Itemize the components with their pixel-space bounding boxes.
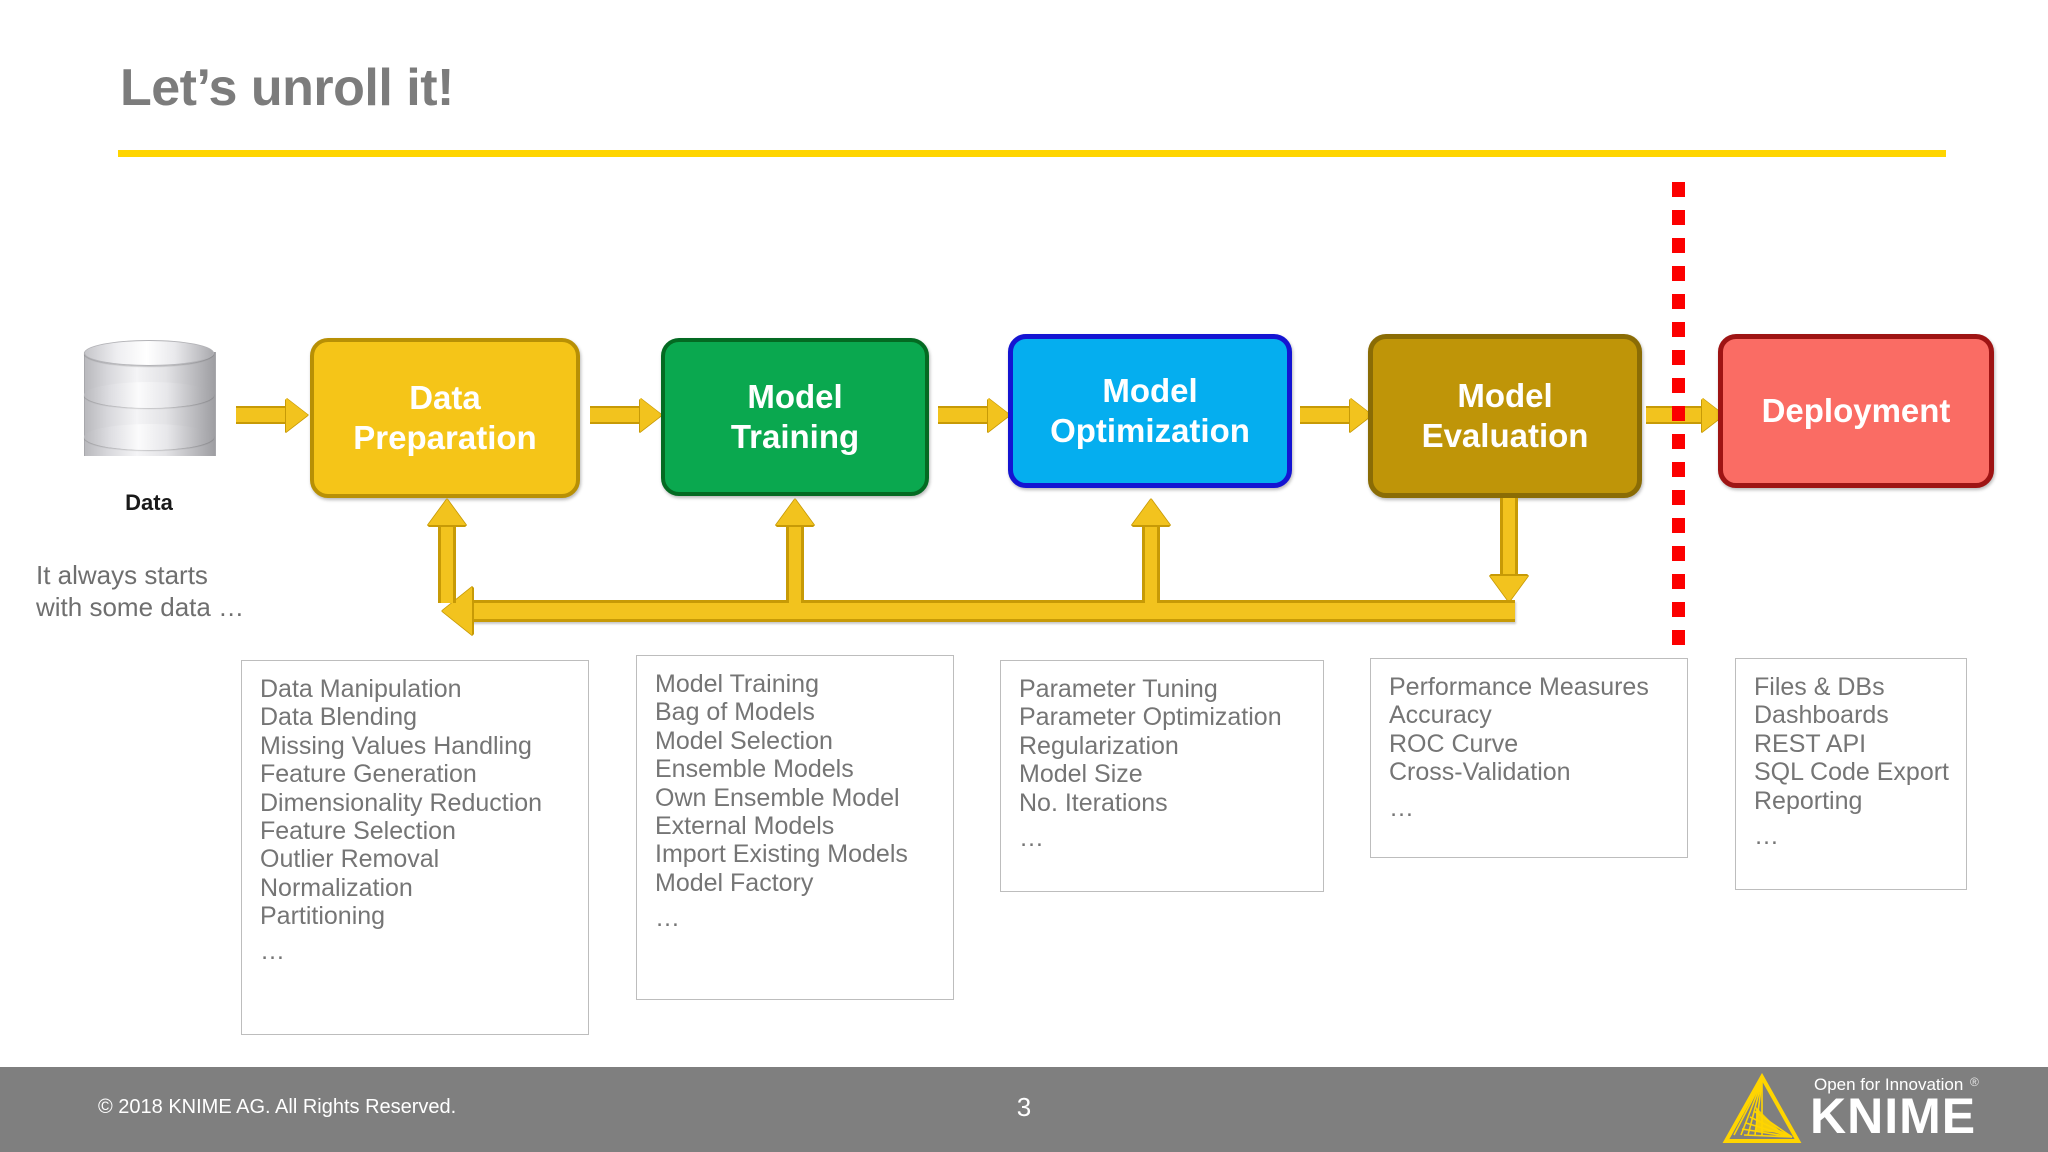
list-item: Reporting (1754, 786, 1863, 815)
process-box-data-preparation[interactable]: Data Preparation (310, 338, 580, 498)
feedback-up-line-optimization (1142, 525, 1160, 603)
list-item: No. Iterations (1019, 788, 1168, 817)
list-item: Own Ensemble Model (655, 783, 900, 812)
process-box-label-line1: Model (1457, 376, 1553, 414)
list-item: Model Training (655, 670, 819, 698)
arrow-training-to-optimization (938, 398, 1010, 432)
footer-bar (0, 1067, 2048, 1152)
list-item-ellipsis: … (260, 937, 287, 966)
feedback-up-arrowhead-preparation (428, 499, 466, 525)
feedback-up-arrowhead-training (776, 499, 814, 525)
arrow-optimization-to-evaluation (1300, 398, 1372, 432)
list-item: Performance Measures (1389, 673, 1649, 701)
list-item: Model Selection (655, 726, 833, 755)
page-title: Let’s unroll it! (120, 59, 454, 117)
knime-triangle-icon (1722, 1073, 1802, 1143)
detail-box-model-training: Model Training Bag of Models Model Selec… (636, 655, 954, 1000)
list-item: Model Size (1019, 760, 1143, 789)
arrow-evaluation-to-deployment (1646, 398, 1726, 432)
feedback-up-line-preparation (438, 525, 456, 603)
list-item: Parameter Tuning (1019, 675, 1218, 703)
process-box-label-line1: Model (1102, 371, 1198, 409)
list-item: Files & DBs (1754, 673, 1885, 701)
knime-logo: Open for Innovation ® KNIME (1722, 1073, 1990, 1145)
feedback-down-line (1500, 498, 1518, 580)
copyright-text: © 2018 KNIME AG. All Rights Reserved. (98, 1096, 457, 1118)
data-source-label: Data (125, 490, 173, 515)
list-item: ROC Curve (1389, 729, 1519, 758)
process-box-label-line1: Model (747, 377, 843, 415)
knime-registered-mark: ® (1970, 1075, 1979, 1089)
list-item-ellipsis: … (655, 904, 682, 932)
list-item: Model Factory (655, 868, 814, 897)
page-number: 3 (1016, 1092, 1032, 1122)
list-item: Bag of Models (655, 698, 815, 727)
process-box-deployment[interactable]: Deployment (1718, 334, 1994, 488)
list-item: Regularization (1019, 731, 1179, 760)
red-dashed-divider (1672, 182, 1685, 667)
knime-tagline: Open for Innovation (1814, 1075, 1964, 1094)
detail-box-data-preparation: Data Manipulation Data Blending Missing … (241, 660, 589, 1035)
list-item: Accuracy (1389, 701, 1492, 730)
arrow-data-to-preparation (236, 398, 308, 432)
arrow-preparation-to-training (590, 398, 662, 432)
knime-wordmark: KNIME (1810, 1088, 1977, 1144)
list-item: Feature Selection (260, 816, 456, 845)
list-item: Data Manipulation (260, 675, 462, 703)
feedback-up-arrowhead-optimization (1132, 499, 1170, 525)
process-box-label-line2: Training (730, 418, 860, 455)
list-item: SQL Code Export (1754, 758, 1950, 787)
list-item: Dimensionality Reduction (260, 788, 543, 817)
list-item: Data Blending (260, 703, 418, 732)
process-box-model-evaluation[interactable]: Model Evaluation (1368, 334, 1642, 498)
process-box-label-line2: Preparation (353, 419, 537, 456)
process-box-label-line1: Deployment (1761, 391, 1951, 429)
list-item: Feature Generation (260, 760, 477, 789)
list-item: Parameter Optimization (1019, 703, 1282, 732)
detail-box-model-optimization: Parameter Tuning Parameter Optimization … (1000, 660, 1324, 892)
list-item: Cross-Validation (1389, 758, 1571, 787)
process-box-label-line2: Evaluation (1421, 417, 1589, 454)
list-item: Import Existing Models (655, 840, 908, 869)
list-item: Partitioning (260, 902, 386, 930)
process-box-label-line1: Data (409, 378, 481, 416)
feedback-horizontal-bar (470, 600, 1515, 622)
feedback-down-arrowhead (1490, 576, 1528, 602)
list-item-ellipsis: … (1754, 821, 1781, 850)
detail-box-deployment: Files & DBs Dashboards REST API SQL Code… (1735, 658, 1967, 890)
list-item: Missing Values Handling (260, 731, 532, 760)
list-item-ellipsis: … (1389, 793, 1416, 822)
list-item: Ensemble Models (655, 755, 854, 784)
title-underline-rule (118, 150, 1946, 157)
process-box-label-line2: Optimization (1050, 412, 1250, 449)
feedback-up-line-training (786, 525, 804, 603)
list-item: Outlier Removal (260, 845, 440, 874)
list-item-ellipsis: … (1019, 823, 1046, 852)
process-box-model-optimization[interactable]: Model Optimization (1008, 334, 1292, 488)
detail-box-model-evaluation: Performance Measures Accuracy ROC Curve … (1370, 658, 1688, 858)
process-box-model-training[interactable]: Model Training (661, 338, 929, 496)
list-item: REST API (1754, 729, 1867, 758)
list-item: Dashboards (1754, 701, 1889, 730)
list-item: External Models (655, 811, 835, 840)
database-cylinder-icon (74, 330, 224, 480)
list-item: Normalization (260, 873, 413, 902)
